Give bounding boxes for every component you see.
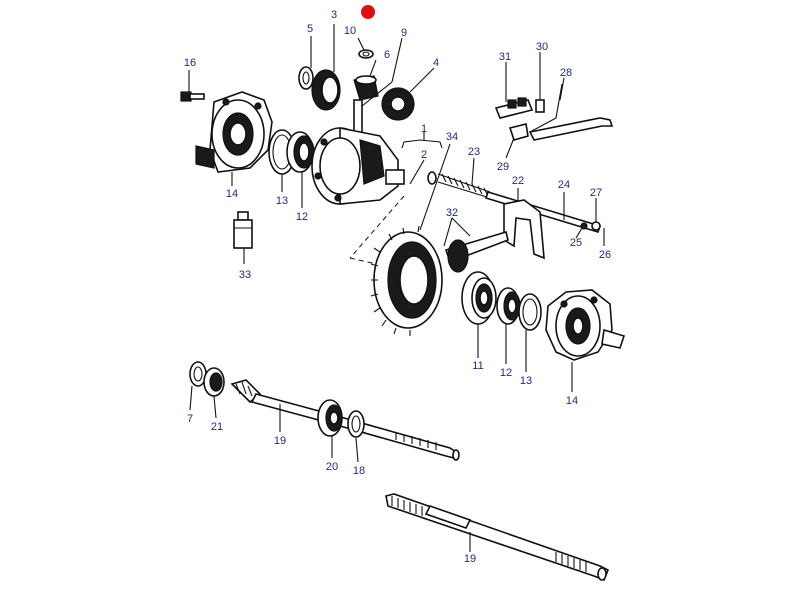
label-5: 5 <box>307 23 313 35</box>
part-33-sealant-bottle <box>233 211 253 264</box>
part-10-washer <box>357 37 374 59</box>
part-1-bracket <box>401 132 443 149</box>
label-14-lower: 14 <box>566 395 578 407</box>
label-14-upper: 14 <box>226 188 238 200</box>
label-30: 30 <box>536 41 548 53</box>
part-25-pin <box>575 222 588 239</box>
label-26: 26 <box>599 249 611 261</box>
part-12-bearing-upper <box>286 131 315 208</box>
part-14-housing-upper <box>195 91 273 186</box>
label-16: 16 <box>184 57 196 69</box>
label-3: 3 <box>331 9 337 21</box>
part-18-washer <box>347 410 365 463</box>
label-6: 6 <box>384 49 390 61</box>
label-32: 32 <box>446 207 458 219</box>
part-labels: 3 10 9 5 6 4 16 1 34 2 23 31 30 28 29 22… <box>184 9 611 565</box>
label-33: 33 <box>239 269 251 281</box>
part-28-rod <box>528 77 614 141</box>
label-12-lower: 12 <box>500 367 512 379</box>
part-20-bearing <box>317 399 343 458</box>
part-29-clip <box>505 123 529 159</box>
label-18: 18 <box>353 465 365 477</box>
label-19-upper: 19 <box>274 435 286 447</box>
label-22: 22 <box>512 175 524 187</box>
part-19-shaft-lower <box>385 493 610 582</box>
label-23: 23 <box>468 146 480 158</box>
part-12-bearing-lower <box>496 287 521 364</box>
ring-gear <box>370 225 443 336</box>
part-11-bearing <box>461 271 497 358</box>
part-32-pinion <box>443 217 509 273</box>
label-20: 20 <box>326 461 338 473</box>
label-12-upper: 12 <box>296 211 308 223</box>
part-21-bearing <box>203 367 225 419</box>
part-13-oring-lower <box>518 293 542 372</box>
part-6-pinion <box>353 59 379 101</box>
part-14-housing-lower <box>545 289 626 392</box>
part-22-selector-shaft <box>484 188 602 260</box>
label-13-upper: 13 <box>276 195 288 207</box>
label-1: 1 <box>421 123 427 135</box>
label-24: 24 <box>558 179 570 191</box>
part-2-lead <box>409 159 425 185</box>
label-4: 4 <box>433 57 439 69</box>
label-29: 29 <box>497 161 509 173</box>
label-27: 27 <box>590 187 602 199</box>
label-28: 28 <box>560 67 572 79</box>
label-31: 31 <box>499 51 511 63</box>
label-25: 25 <box>570 237 582 249</box>
part-19-shaft-upper <box>230 379 460 461</box>
part-31-bracket <box>494 62 534 119</box>
part-23-spring <box>427 157 491 199</box>
label-13-lower: 13 <box>520 375 532 387</box>
label-21: 21 <box>211 421 223 433</box>
red-dot-icon <box>361 5 375 19</box>
differential-housing <box>311 127 405 205</box>
part-16-bolt <box>180 70 205 102</box>
part-3-gear <box>311 24 341 111</box>
label-9: 9 <box>401 27 407 39</box>
part-5-washer <box>298 36 314 90</box>
label-7: 7 <box>187 413 193 425</box>
part-30-pin <box>535 52 545 113</box>
label-34: 34 <box>446 131 458 143</box>
label-2: 2 <box>421 149 427 161</box>
label-11: 11 <box>472 360 483 372</box>
part-4-side-gear <box>381 67 435 121</box>
part-27-bolt <box>591 198 601 231</box>
label-10: 10 <box>344 25 356 37</box>
label-19-lower: 19 <box>464 553 476 565</box>
